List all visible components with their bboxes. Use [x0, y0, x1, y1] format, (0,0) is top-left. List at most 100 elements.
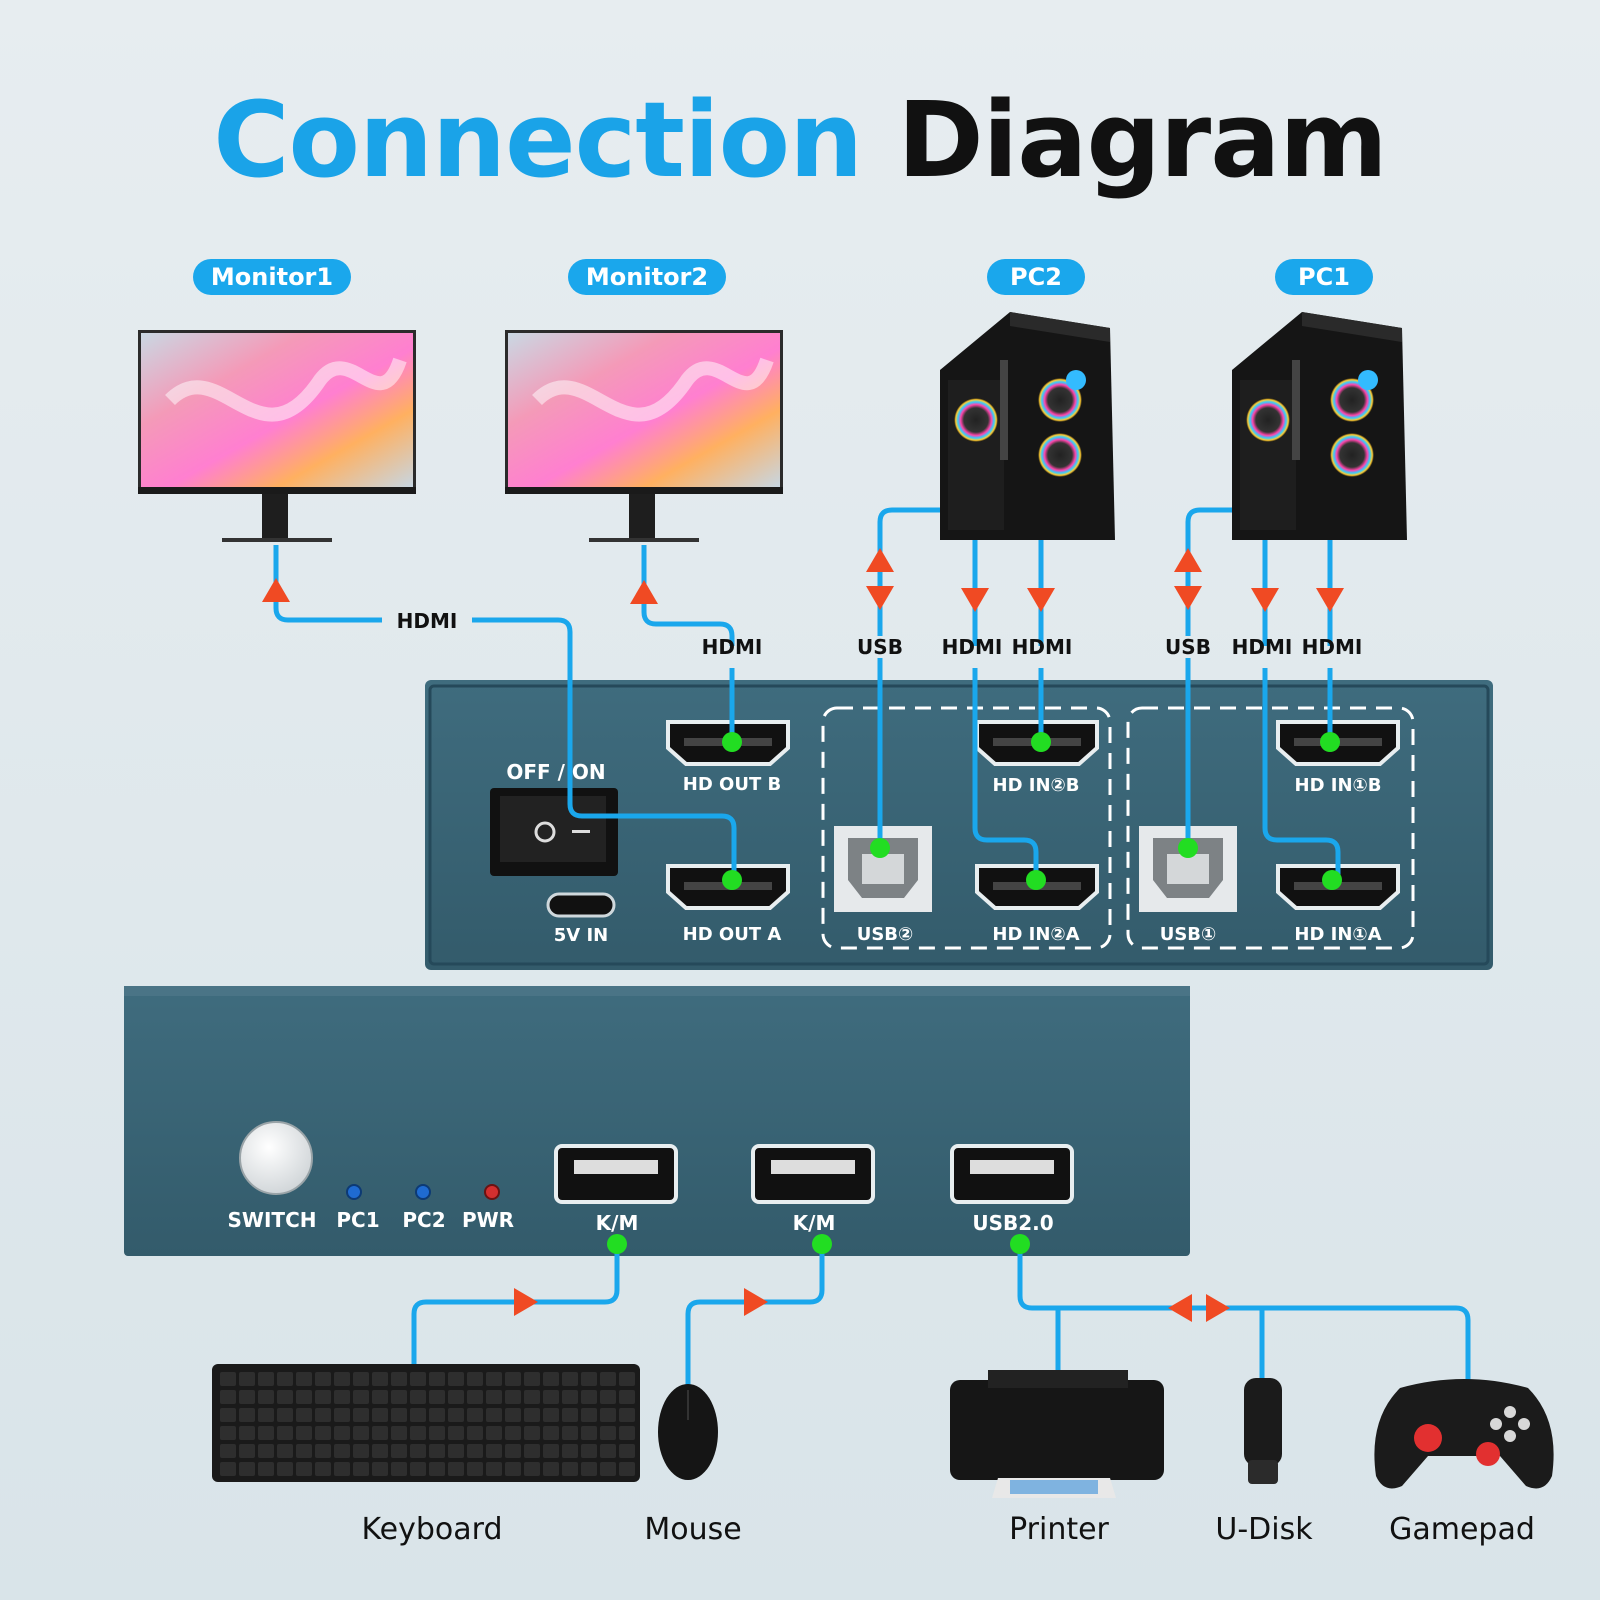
arrow-hdmi-pc1-b-down-icon [1316, 588, 1344, 612]
dot-usb1 [1178, 838, 1198, 858]
hd-in1-a-label: HD IN①A [1294, 924, 1381, 945]
kvm-front-panel: SWITCH PC1 PC2 PWR K/M K/M USB2.0 [124, 986, 1190, 1256]
cable-label-hdmi-monitor1: HDMI [397, 609, 458, 633]
keyboard-key [220, 1462, 236, 1476]
keyboard-key [372, 1444, 388, 1458]
usb2-port-label: USB② [857, 924, 914, 945]
keyboard-key [543, 1390, 559, 1404]
keyboard-key [372, 1390, 388, 1404]
keyboard-key [258, 1444, 274, 1458]
keyboard-key [410, 1408, 426, 1422]
keyboard-key [467, 1408, 483, 1422]
keyboard-key [448, 1426, 464, 1440]
usb-a-port-km2[interactable] [751, 1144, 875, 1204]
keyboard-key [524, 1462, 540, 1476]
cable-pc2-usb-a [877, 507, 940, 636]
usb-a-port-km1[interactable] [554, 1144, 678, 1204]
led-pc1-icon [346, 1184, 362, 1200]
keyboard-key [619, 1372, 635, 1386]
rocker-switch-label: OFF / ON [506, 760, 605, 784]
keyboard-key [619, 1462, 635, 1476]
keyboard-key [334, 1444, 350, 1458]
dot-usb2 [870, 838, 890, 858]
keyboard-key [600, 1444, 616, 1458]
keyboard-key [562, 1426, 578, 1440]
keyboard-key [258, 1426, 274, 1440]
pc1-tower-icon [1232, 312, 1407, 540]
keyboard-key [315, 1408, 331, 1422]
dot-hdmi-out-b [722, 732, 742, 752]
keyboard-key [562, 1462, 578, 1476]
keyboard-key [258, 1372, 274, 1386]
keyboard-key [486, 1444, 502, 1458]
arrow-usb-pc2-up-icon [866, 548, 894, 572]
keyboard-key [581, 1444, 597, 1458]
direction-arrows [262, 548, 1344, 1322]
dot-hdmi-in2-a [1026, 870, 1046, 890]
keyboard-key [277, 1408, 293, 1422]
keyboard-key [581, 1372, 597, 1386]
keyboard-key [505, 1390, 521, 1404]
keyboard-key [581, 1426, 597, 1440]
dot-km1 [607, 1234, 627, 1254]
usb-b-port-2[interactable] [834, 826, 932, 912]
usb1-port-label: USB① [1160, 924, 1217, 945]
keyboard-key [429, 1426, 445, 1440]
keyboard-key [220, 1408, 236, 1422]
keyboard-key [619, 1390, 635, 1404]
hd-out-a-label: HD OUT A [683, 924, 782, 945]
keyboard-key [562, 1444, 578, 1458]
cable-label-usb-pc1: USB [1165, 635, 1211, 659]
monitor1-label: Monitor1 [193, 259, 351, 295]
keyboard-key [543, 1462, 559, 1476]
keyboard-key [334, 1372, 350, 1386]
usb-c-power-port[interactable] [546, 892, 616, 918]
keyboard-key [524, 1426, 540, 1440]
keyboard-key [524, 1444, 540, 1458]
keyboard-key [410, 1426, 426, 1440]
cable-pc1-usb-a [1185, 507, 1232, 636]
keyboard-key [353, 1426, 369, 1440]
keyboard-key [486, 1408, 502, 1422]
mouse-icon [658, 1384, 718, 1480]
keyboard-key [486, 1462, 502, 1476]
cable-label-usb-pc2: USB [857, 635, 903, 659]
keyboard-key [334, 1426, 350, 1440]
keyboard-key [239, 1372, 255, 1386]
arrow-keyboard-right-icon [514, 1288, 538, 1316]
keyboard-key [315, 1390, 331, 1404]
keyboard-key [353, 1444, 369, 1458]
dot-km2 [812, 1234, 832, 1254]
keyboard-key [429, 1408, 445, 1422]
keyboard-key [277, 1390, 293, 1404]
keyboard-key [334, 1462, 350, 1476]
keyboard-key [372, 1426, 388, 1440]
keyboard-key [429, 1444, 445, 1458]
keyboard-key [353, 1408, 369, 1422]
arrow-usb-pc1-down-icon [1174, 586, 1202, 610]
keyboard-key [315, 1426, 331, 1440]
usb-a-port-usb20[interactable] [950, 1144, 1074, 1204]
arrow-hdmi-pc2-b-down-icon [1027, 588, 1055, 612]
keyboard-key [258, 1408, 274, 1422]
monitor2-label: Monitor2 [568, 259, 726, 295]
keyboard-key [239, 1390, 255, 1404]
keyboard-key [277, 1372, 293, 1386]
keyboard-key [315, 1444, 331, 1458]
keyboard-key [296, 1408, 312, 1422]
keyboard-key [581, 1462, 597, 1476]
switch-button[interactable] [239, 1121, 313, 1195]
keyboard-key [448, 1462, 464, 1476]
keyboard-key [258, 1462, 274, 1476]
keyboard-key [277, 1444, 293, 1458]
keyboard-key [410, 1444, 426, 1458]
keyboard-key [353, 1462, 369, 1476]
power-rocker-switch[interactable] [490, 788, 618, 876]
keyboard-key [315, 1372, 331, 1386]
keyboard-key [372, 1372, 388, 1386]
dot-hdmi-in1-b [1320, 732, 1340, 752]
keyboard-key [277, 1462, 293, 1476]
keyboard-key [334, 1390, 350, 1404]
cable-label-hdmi-pc1-b: HDMI [1302, 635, 1363, 659]
